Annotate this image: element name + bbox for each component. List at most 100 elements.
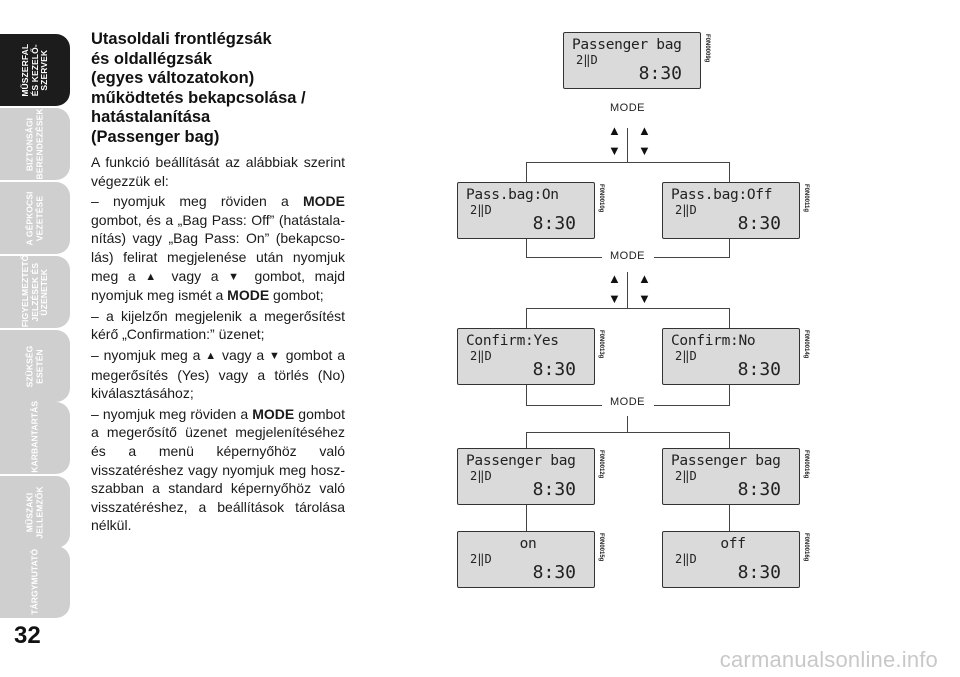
- intro-paragraph: A funkció beállítását az alábbiak szerin…: [91, 154, 345, 189]
- heading-line: (egyes változatokon): [91, 69, 255, 87]
- figure-code: F0N0016g: [803, 450, 809, 479]
- figure-code: F0N0010g: [598, 184, 604, 213]
- lcd-line1: Passenger bag: [671, 453, 781, 469]
- heading-line: működtetés bekapcsolása /: [91, 88, 306, 107]
- connector: [526, 257, 602, 258]
- lcd-off: off 2‖D 8:30: [662, 531, 800, 588]
- connector: [654, 257, 730, 258]
- tab-label: BIZTONSÁGI BERENDEZÉSEK: [24, 107, 45, 179]
- lcd-line1: off: [720, 536, 746, 552]
- connector: [729, 505, 730, 531]
- tab-muszaki[interactable]: MŰSZAKI JELLEMZŐK: [0, 476, 70, 548]
- connector: [526, 432, 729, 433]
- connector: [729, 239, 730, 257]
- connector: [526, 239, 527, 257]
- step-2: – a kijelzőn megjelenik a megerősítést k…: [91, 307, 345, 343]
- mode-label: MODE: [610, 102, 645, 114]
- connector: [526, 505, 527, 531]
- gear-icon: 2‖D: [576, 53, 598, 67]
- connector: [729, 385, 730, 405]
- step-4: – nyomjuk meg röviden a MODE gombot a me…: [91, 405, 345, 534]
- gear-icon: 2‖D: [470, 552, 492, 566]
- tab-figyelmezteto[interactable]: FIGYELMEZTETŐ JELZÉSEK ÉS ÜZENETEK: [0, 254, 70, 328]
- gear-icon: 2‖D: [470, 469, 492, 483]
- lcd-time: 8:30: [737, 479, 781, 500]
- up-arrow-icon: ▲: [608, 123, 621, 138]
- figure-code: F0N0014g: [803, 330, 809, 359]
- down-arrow-icon: ▼: [638, 291, 651, 306]
- down-arrow-icon: ▼: [228, 270, 245, 283]
- tab-targymutato[interactable]: TÁRGYMUTATÓ: [0, 546, 70, 618]
- tab-label: TÁRGYMUTATÓ: [29, 549, 40, 615]
- connector: [729, 432, 730, 448]
- lcd-time: 8:30: [532, 479, 576, 500]
- lcd-time: 8:30: [737, 562, 781, 583]
- tab-biztonsagi[interactable]: BIZTONSÁGI BERENDEZÉSEK: [0, 108, 70, 180]
- lcd-passenger-bag-top: Passenger bag 2‖D 8:30: [563, 32, 701, 89]
- lcd-time: 8:30: [532, 213, 576, 234]
- down-arrow-icon: ▼: [638, 143, 651, 158]
- page-number: 32: [14, 622, 41, 649]
- tab-label: FIGYELMEZTETŐ JELZÉSEK ÉS ÜZENETEK: [19, 254, 49, 327]
- tab-szukseg[interactable]: SZÜKSÉG ESETÉN: [0, 330, 70, 402]
- lcd-time: 8:30: [638, 63, 682, 84]
- lcd-line1: on: [519, 536, 537, 552]
- lcd-line1: Passenger bag: [572, 37, 682, 53]
- lcd-time: 8:30: [532, 359, 576, 380]
- gear-icon: 2‖D: [675, 203, 697, 217]
- lcd-line1: Confirm:Yes: [466, 333, 559, 349]
- tab-label: MŰSZAKI JELLEMZŐK: [24, 485, 45, 539]
- figure-code: F0N0009g: [704, 34, 710, 63]
- connector: [729, 308, 730, 328]
- connector: [526, 162, 729, 163]
- heading-line: hatástalanítása: [91, 108, 211, 126]
- connector: [526, 385, 527, 405]
- lcd-passenger-bag-left: Passenger bag 2‖D 8:30: [457, 448, 595, 505]
- mode-label: MODE: [610, 396, 645, 408]
- connector: [729, 162, 730, 182]
- tab-gepkocsi[interactable]: A GÉPKOCSI VEZETÉSE: [0, 182, 70, 254]
- lcd-confirm-no: Confirm:No 2‖D 8:30: [662, 328, 800, 385]
- tab-muszerfal[interactable]: MŰSZERFAL ÉS KEZELŐ- SZERVEK: [0, 34, 70, 106]
- figure-code: F0N0013g: [598, 330, 604, 359]
- up-arrow-icon: ▲: [638, 123, 651, 138]
- lcd-time: 8:30: [737, 359, 781, 380]
- menu-flow-diagram: Passenger bag 2‖D 8:30 F0N0009g MODE ▲ ▼…: [440, 20, 840, 600]
- gear-icon: 2‖D: [675, 552, 697, 566]
- figure-code: F0N0015g: [598, 533, 604, 562]
- down-arrow-icon: ▼: [269, 349, 281, 362]
- figure-code: F0N0012g: [598, 450, 604, 479]
- up-arrow-icon: ▲: [145, 270, 162, 283]
- tab-label: A GÉPKOCSI VEZETÉSE: [24, 190, 45, 246]
- tab-karbantartas[interactable]: KARBANTARTÁS: [0, 401, 70, 474]
- up-arrow-icon: ▲: [638, 271, 651, 286]
- gear-icon: 2‖D: [675, 349, 697, 363]
- gear-icon: 2‖D: [470, 203, 492, 217]
- lcd-line1: Passenger bag: [466, 453, 576, 469]
- figure-code: F0N0016g: [803, 533, 809, 562]
- lcd-time: 8:30: [737, 213, 781, 234]
- connector: [526, 308, 527, 328]
- connector: [526, 308, 729, 309]
- connector: [627, 128, 628, 162]
- up-arrow-icon: ▲: [205, 349, 218, 362]
- lcd-time: 8:30: [532, 562, 576, 583]
- connector: [627, 416, 628, 432]
- lcd-line1: Confirm:No: [671, 333, 756, 349]
- tab-label: MŰSZERFAL ÉS KEZELŐ- SZERVEK: [19, 43, 49, 97]
- instructions-column: Utasoldali frontlégzsák és oldallégzsák …: [91, 30, 345, 535]
- connector: [526, 162, 527, 182]
- lcd-pass-bag-off: Pass.bag:Off 2‖D 8:30: [662, 182, 800, 239]
- connector: [526, 432, 527, 448]
- tab-label: KARBANTARTÁS: [29, 401, 40, 473]
- section-heading: Utasoldali frontlégzsák és oldallégzsák …: [91, 30, 345, 147]
- down-arrow-icon: ▼: [608, 291, 621, 306]
- figure-code: F0N0011g: [803, 184, 809, 213]
- lcd-passenger-bag-right: Passenger bag 2‖D 8:30: [662, 448, 800, 505]
- step-1: – nyomjuk meg röviden a MODE gombot, és …: [91, 193, 346, 304]
- watermark: carmanualsonline.info: [719, 647, 938, 672]
- connector: [526, 405, 602, 406]
- gear-icon: 2‖D: [470, 349, 492, 363]
- mode-label: MODE: [610, 250, 645, 262]
- heading-line: (Passenger bag): [91, 127, 220, 146]
